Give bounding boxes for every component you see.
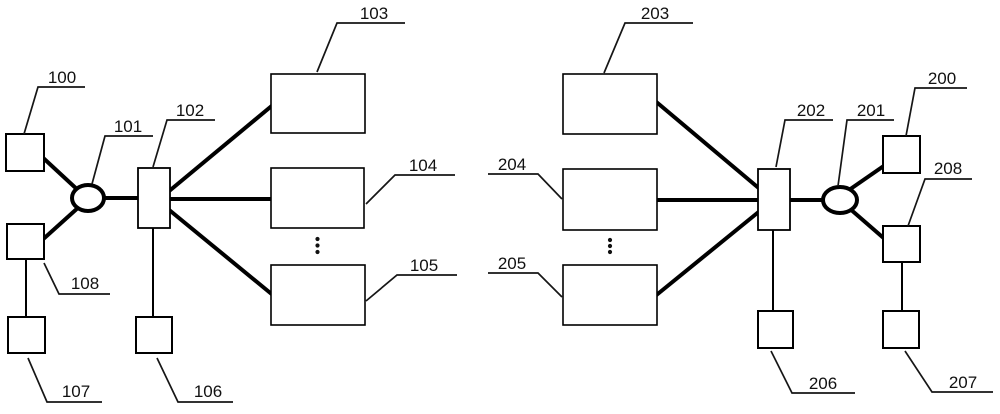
label-203: 203 (641, 4, 669, 23)
ellipsis-dot-right (607, 249, 613, 255)
label-206: 206 (809, 374, 837, 393)
leader-201 (837, 119, 894, 187)
leader-101 (91, 135, 153, 185)
label-204: 204 (498, 155, 526, 174)
node-box-100 (5, 133, 45, 172)
label-207: 207 (949, 373, 977, 392)
label-201: 201 (857, 101, 885, 120)
leader-206 (770, 350, 855, 394)
label-108: 108 (71, 274, 99, 293)
node-box-108 (6, 223, 45, 260)
leader-106 (156, 357, 233, 403)
node-box-107 (7, 316, 46, 354)
node-ellipse-101 (70, 183, 106, 213)
label-202: 202 (797, 101, 825, 120)
node-box-105 (270, 264, 366, 326)
node-box-202 (757, 168, 791, 231)
label-205: 205 (498, 254, 526, 273)
ellipsis-dot-left (315, 243, 320, 248)
label-208: 208 (934, 159, 962, 178)
ellipsis-dot-right (607, 243, 613, 249)
label-106: 106 (194, 382, 222, 401)
edge-203-202 (652, 98, 763, 192)
node-box-208 (882, 225, 921, 263)
label-100: 100 (48, 68, 76, 87)
node-box-104 (270, 167, 365, 229)
edge-201-200 (847, 161, 890, 192)
edge-201-208 (847, 206, 889, 243)
leader-202 (775, 119, 833, 168)
ellipsis-dot-left (315, 236, 320, 242)
label-105: 105 (410, 256, 438, 275)
ellipsis-dot-right (607, 237, 613, 243)
leader-205 (488, 272, 563, 298)
node-box-206 (757, 310, 794, 349)
leader-208 (907, 178, 972, 227)
node-box-106 (135, 316, 173, 354)
node-box-200 (882, 135, 921, 174)
leader-107 (27, 357, 102, 403)
label-101: 101 (114, 117, 142, 136)
ellipsis-dot-left (315, 249, 320, 255)
node-box-102 (137, 167, 171, 229)
edge-102-103 (166, 102, 276, 194)
edge-100-101 (38, 153, 82, 194)
leader-200 (905, 87, 967, 137)
node-box-204 (562, 168, 658, 231)
label-107: 107 (62, 382, 90, 401)
leader-108 (43, 262, 110, 295)
node-box-207 (882, 310, 920, 349)
leader-207 (904, 350, 993, 393)
leader-103 (316, 22, 405, 73)
leader-100 (23, 86, 85, 135)
leader-203 (603, 22, 693, 74)
edge-108-101 (38, 204, 82, 244)
node-box-203 (562, 73, 658, 135)
node-box-103 (270, 73, 366, 134)
node-box-205 (562, 264, 658, 326)
node-ellipse-201 (821, 185, 859, 215)
label-104: 104 (409, 156, 437, 175)
leader-102 (152, 119, 215, 168)
label-200: 200 (928, 69, 956, 88)
leader-104 (365, 174, 455, 205)
edge-205-202 (652, 208, 763, 299)
label-103: 103 (360, 4, 388, 23)
leader-204 (488, 173, 563, 200)
leader-105 (365, 274, 457, 302)
label-102: 102 (176, 101, 204, 120)
edge-102-105 (166, 207, 276, 298)
